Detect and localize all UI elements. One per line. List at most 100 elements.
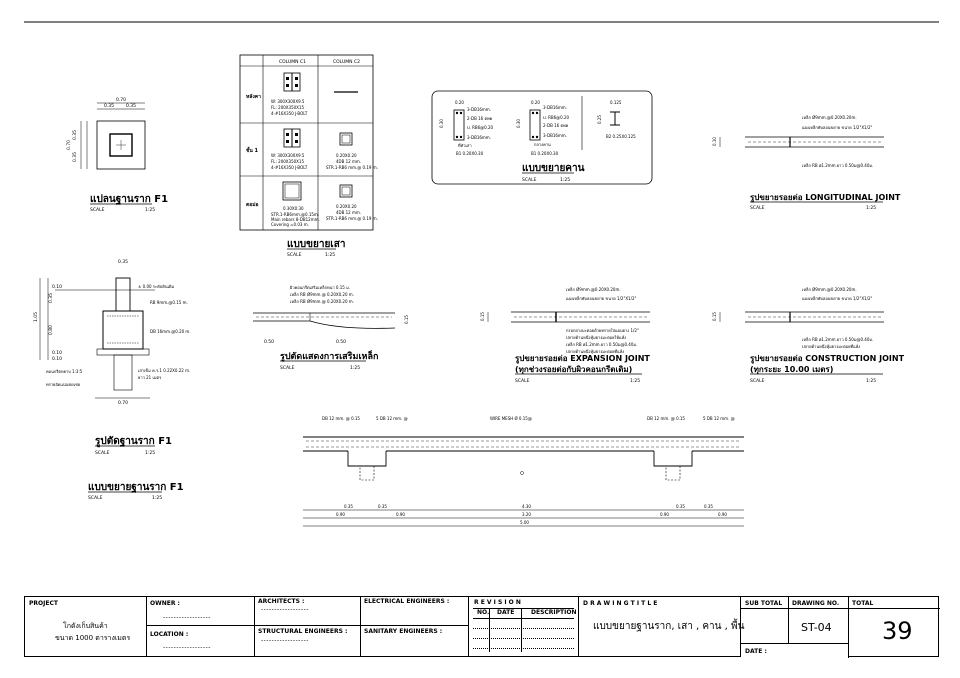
- svg-text:0.10: 0.10: [712, 137, 717, 146]
- svg-text:1:25: 1:25: [152, 495, 162, 501]
- svg-text:5.00: 5.00: [520, 520, 529, 525]
- svg-text:คอนกรีตหยาบ 1:3:5: คอนกรีตหยาบ 1:3:5: [46, 369, 83, 374]
- long-joint-title: รูปขยายรอยต่อ LONGITUDINAL JOINT: [750, 193, 901, 203]
- svg-text:0.10: 0.10: [52, 350, 62, 356]
- svg-text:B1 0.20X0.30: B1 0.20X0.30: [531, 151, 559, 156]
- svg-text:SCALE: SCALE: [522, 177, 537, 183]
- sanitary-label: SANITARY ENGINEERS :: [364, 628, 443, 635]
- svg-text:ป. RB6@0.20: ป. RB6@0.20: [467, 125, 494, 130]
- plan-title: แปลนฐานราก F1: [90, 193, 168, 205]
- svg-text:SCALE: SCALE: [750, 205, 765, 211]
- drawing-no-label: DRAWING NO.: [792, 600, 840, 607]
- svg-text:0.50: 0.50: [264, 339, 274, 345]
- project-size: ขนาด 1000 ตารางเมตร: [55, 634, 131, 642]
- svg-text:0.35: 0.35: [378, 504, 387, 509]
- total-label: TOTAL: [852, 600, 874, 607]
- drawing-no-cell: DRAWING NO. ST-04: [789, 597, 849, 656]
- svg-text:หลังคา: หลังคา: [246, 93, 261, 100]
- svg-text:FL: 200X350X15: FL: 200X350X15: [271, 159, 304, 164]
- expansion-joint: 0.15 เหล็ก Ø9mm.@0.20X0.20m. แผงเหล็กพับ…: [480, 286, 650, 384]
- svg-text:0.90: 0.90: [336, 512, 345, 517]
- rebar-title: รูปตัดแสดงการเสริมเหล็ก: [280, 349, 378, 362]
- plan-f1: 0.70 0.35 0.35 0.35 0.35 0.70 แปลนฐานราก…: [66, 97, 168, 213]
- svg-text:แผงเหล็กพับลอนขยาย ขนาด 1/2"X1: แผงเหล็กพับลอนขยาย ขนาด 1/2"X1/2": [802, 124, 872, 130]
- svg-text:0.30: 0.30: [439, 119, 444, 128]
- column-table: COLUMN C1 COLUMN C2 หลังคา ชั้น 1 ตอม่อ …: [239, 54, 378, 258]
- plan-dim: 0.35: [72, 130, 78, 140]
- svg-text:3.20: 3.20: [522, 512, 531, 517]
- architects-cell: ARCHITECTS : ------------------ STRUCTUR…: [255, 597, 361, 656]
- svg-text:1:25: 1:25: [350, 365, 360, 371]
- svg-text:4-#16X350 J-BOLT: 4-#16X350 J-BOLT: [271, 111, 308, 116]
- drawing-title-cell: D R A W I N G T I T L E แบบขยายฐานราก, เ…: [579, 597, 745, 656]
- svg-text:0.15: 0.15: [480, 312, 485, 321]
- svg-text:WIRE MESH Ø 0.15@: WIRE MESH Ø 0.15@: [490, 416, 532, 421]
- drawing-no: ST-04: [801, 621, 832, 634]
- svg-text:COLUMN C2: COLUMN C2: [333, 59, 360, 65]
- svg-text:0.90: 0.90: [660, 512, 669, 517]
- svg-text:5 DB 12 mm. @: 5 DB 12 mm. @: [376, 416, 408, 421]
- owner-cell: OWNER : ------------------ LOCATION : --…: [147, 597, 255, 656]
- electrical-cell: ELECTRICAL ENGINEERS : SANITARY ENGINEER…: [361, 597, 469, 656]
- owner-label: OWNER :: [150, 600, 180, 607]
- total-count: 39: [882, 617, 913, 645]
- svg-text:0.35: 0.35: [118, 259, 128, 265]
- svg-text:(ทุกระยะ 10.00 เมตร): (ทุกระยะ 10.00 เมตร): [750, 365, 833, 375]
- svg-text:0.25: 0.25: [597, 115, 602, 124]
- svg-text:SCALE: SCALE: [515, 378, 530, 384]
- svg-text:0.20X0.20: 0.20X0.20: [336, 204, 357, 209]
- date-label: DATE :: [745, 648, 767, 655]
- svg-text:0.20: 0.20: [455, 100, 464, 105]
- drawing-title: แบบขยายฐานราก, เสา , คาน , พื้น: [593, 621, 745, 632]
- construction-title: รูปขยายรอยต่อ CONSTRUCTION JOINT: [750, 354, 905, 364]
- project-label: PROJECT: [29, 600, 58, 607]
- svg-text:SCALE: SCALE: [90, 207, 105, 213]
- svg-text:2-DB 16 ตพค: 2-DB 16 ตพค: [543, 123, 569, 128]
- svg-text:STR.1-RB6 mm.@ 0.19 m.: STR.1-RB6 mm.@ 0.19 m.: [326, 216, 378, 221]
- svg-text:0.50: 0.50: [336, 339, 346, 345]
- svg-text:0.20: 0.20: [531, 100, 540, 105]
- svg-text:SCALE: SCALE: [88, 495, 103, 501]
- svg-text:0.35: 0.35: [48, 293, 54, 303]
- svg-text:5 DB 12 mm. @: 5 DB 12 mm. @: [703, 416, 735, 421]
- svg-text:0.30: 0.30: [516, 119, 521, 128]
- total-cell: TOTAL 39: [849, 597, 940, 656]
- plan-dim: 0.35: [126, 103, 136, 109]
- svg-text:4.30: 4.30: [522, 504, 531, 509]
- svg-text:1:25: 1:25: [325, 252, 335, 258]
- plan-dim: 0.35: [104, 103, 114, 109]
- project-cell: PROJECT โกดังเก็บสินค้า ขนาด 1000 ตารางเ…: [25, 597, 147, 656]
- svg-text:ปลายด้านหนึ่งหุ้มยางมะตอยให้แห: ปลายด้านหนึ่งหุ้มยางมะตอยให้แห้ง: [566, 335, 626, 341]
- svg-text:เหล็ก RB ø1.2mm.ยาว 0.50ม@0.40: เหล็ก RB ø1.2mm.ยาว 0.50ม@0.40ม.: [802, 162, 873, 168]
- svg-text:ปลายด้านหนึ่งหุ้มยางมะตอยที่แห: ปลายด้านหนึ่งหุ้มยางมะตอยที่แห้ง: [566, 349, 624, 355]
- plan-dim: 0.35: [72, 152, 78, 162]
- svg-text:ปลายด้านหนึ่งหุ้มยางมะตอยที่แห: ปลายด้านหนึ่งหุ้มยางมะตอยที่แห้ง: [802, 344, 860, 350]
- svg-text:4DB 12 mm.: 4DB 12 mm.: [336, 210, 361, 215]
- svg-text:0.35: 0.35: [676, 504, 685, 509]
- section-f1: 0.35 0.10 0.35 1.05 0.80 0.10 0.10 0.70 …: [33, 259, 191, 501]
- svg-text:W: 300X300X9.5: W: 300X300X9.5: [271, 99, 305, 104]
- svg-text:0.70: 0.70: [118, 400, 128, 406]
- beam-detail: 0.20 0.30 3-DB16mm. 2-DB 16 ตพค ป. RB6@0…: [431, 90, 653, 185]
- svg-text:STR.1-RB6mm.@0.15m.: STR.1-RB6mm.@0.15m.: [271, 212, 319, 217]
- svg-text:3-DB16mm.: 3-DB16mm.: [543, 133, 567, 138]
- svg-text:(ทุกช่วงรอยต่อกับผิวคอนกรีตเดิ: (ทุกช่วงรอยต่อกับผิวคอนกรีตเดิม): [515, 364, 632, 375]
- svg-text:0.30X0.30: 0.30X0.30: [283, 206, 304, 211]
- svg-text:1:25: 1:25: [630, 378, 640, 384]
- detail-f1-title: แบบขยายฐานราก F1: [88, 482, 184, 493]
- column-title: แบบขยายเสา: [287, 239, 345, 250]
- svg-text:DB 16mm.@0.20 m.: DB 16mm.@0.20 m.: [150, 329, 191, 334]
- svg-text:1:25: 1:25: [866, 378, 876, 384]
- svg-text:2-DB 16 ตพค: 2-DB 16 ตพค: [467, 116, 493, 121]
- svg-text:0.10: 0.10: [52, 284, 62, 290]
- svg-text:0.35: 0.35: [344, 504, 353, 509]
- svg-text:1:25: 1:25: [145, 450, 155, 456]
- svg-text:0.35: 0.35: [704, 504, 713, 509]
- svg-text:เหล็ก RB ø1.2mm.ยาว 0.50ม@0.40: เหล็ก RB ø1.2mm.ยาว 0.50ม@0.40ม.: [566, 341, 637, 347]
- svg-text:B2 0.25X0.125: B2 0.25X0.125: [606, 134, 636, 139]
- title-block: PROJECT โกดังเก็บสินค้า ขนาด 1000 ตารางเ…: [24, 596, 940, 658]
- svg-text:1:25: 1:25: [145, 207, 155, 213]
- svg-text:SCALE: SCALE: [750, 378, 765, 384]
- svg-text:0.90: 0.90: [718, 512, 727, 517]
- svg-text:3-DB16mm.: 3-DB16mm.: [467, 107, 491, 112]
